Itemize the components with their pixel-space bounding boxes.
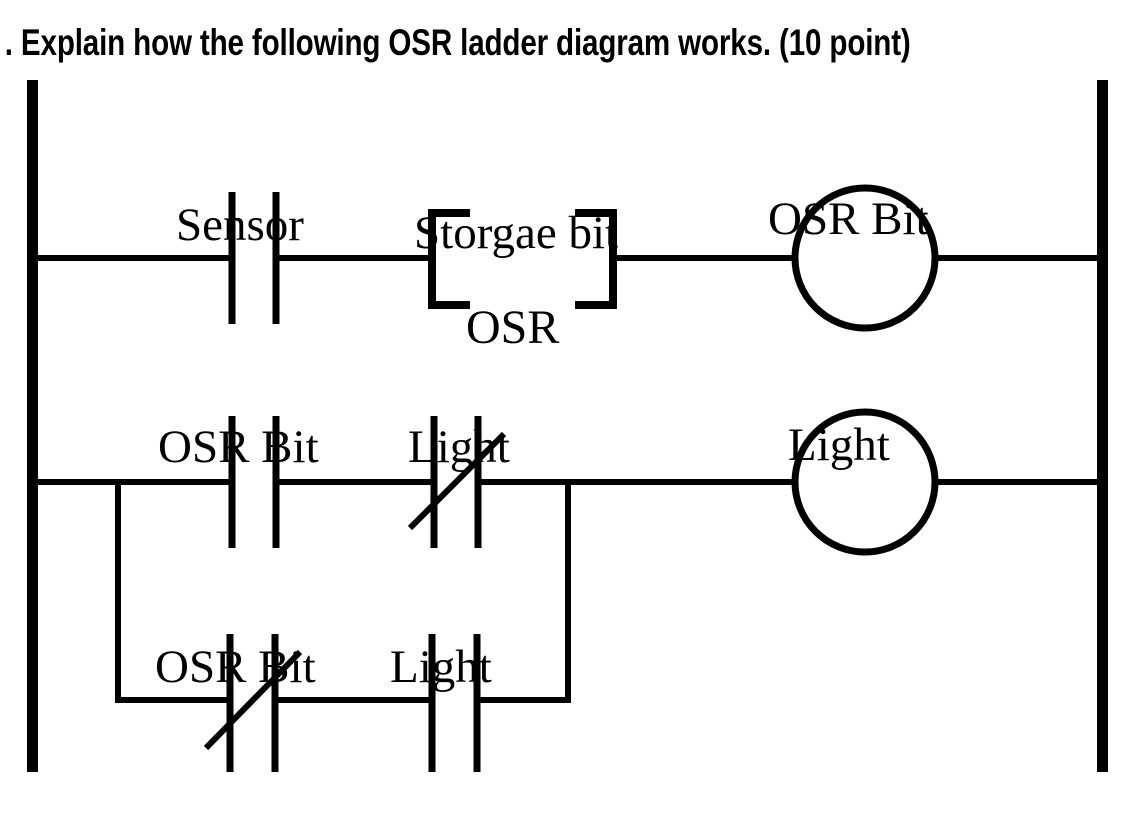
ladder-diagram-svg [27, 80, 1108, 772]
contact-slash [407, 431, 507, 531]
bracket-right [575, 209, 617, 309]
label-rung2-osr-bit: OSR Bit [158, 421, 319, 473]
coil-light[interactable] [791, 408, 939, 556]
label-rung3-light: Light [390, 641, 492, 693]
label-storage-bit: Storgae bit [414, 207, 619, 259]
contact-no-sensor[interactable] [228, 192, 280, 324]
contact-no-osr-bit-rung2[interactable] [228, 416, 280, 548]
contact-nc-light-rung2[interactable] [407, 416, 507, 548]
label-light-coil: Light [788, 419, 890, 471]
label-osr-bit-coil: OSR Bit [768, 193, 929, 245]
question-prompt: . Explain how the following OSR ladder d… [4, 22, 911, 63]
bracket-left [428, 209, 470, 309]
ladder-diagram: Sensor Storgae bit OSR Bit OSR OSR Bit L… [0, 72, 1144, 772]
contact-slash [203, 649, 303, 751]
label-osr-instruction: OSR [466, 301, 560, 354]
left-power-rail [27, 80, 38, 772]
label-sensor: Sensor [176, 199, 304, 251]
instruction-box-osr[interactable] [428, 209, 617, 309]
right-power-rail [1097, 80, 1108, 772]
contact-nc-osr-bit-rung3[interactable] [203, 634, 303, 772]
contact-no-light-rung3[interactable] [428, 634, 481, 772]
label-rung2-light: Light [408, 421, 510, 473]
label-rung3-osr-bit: OSR Bit [155, 641, 316, 693]
coil-osr-bit[interactable] [791, 184, 939, 332]
